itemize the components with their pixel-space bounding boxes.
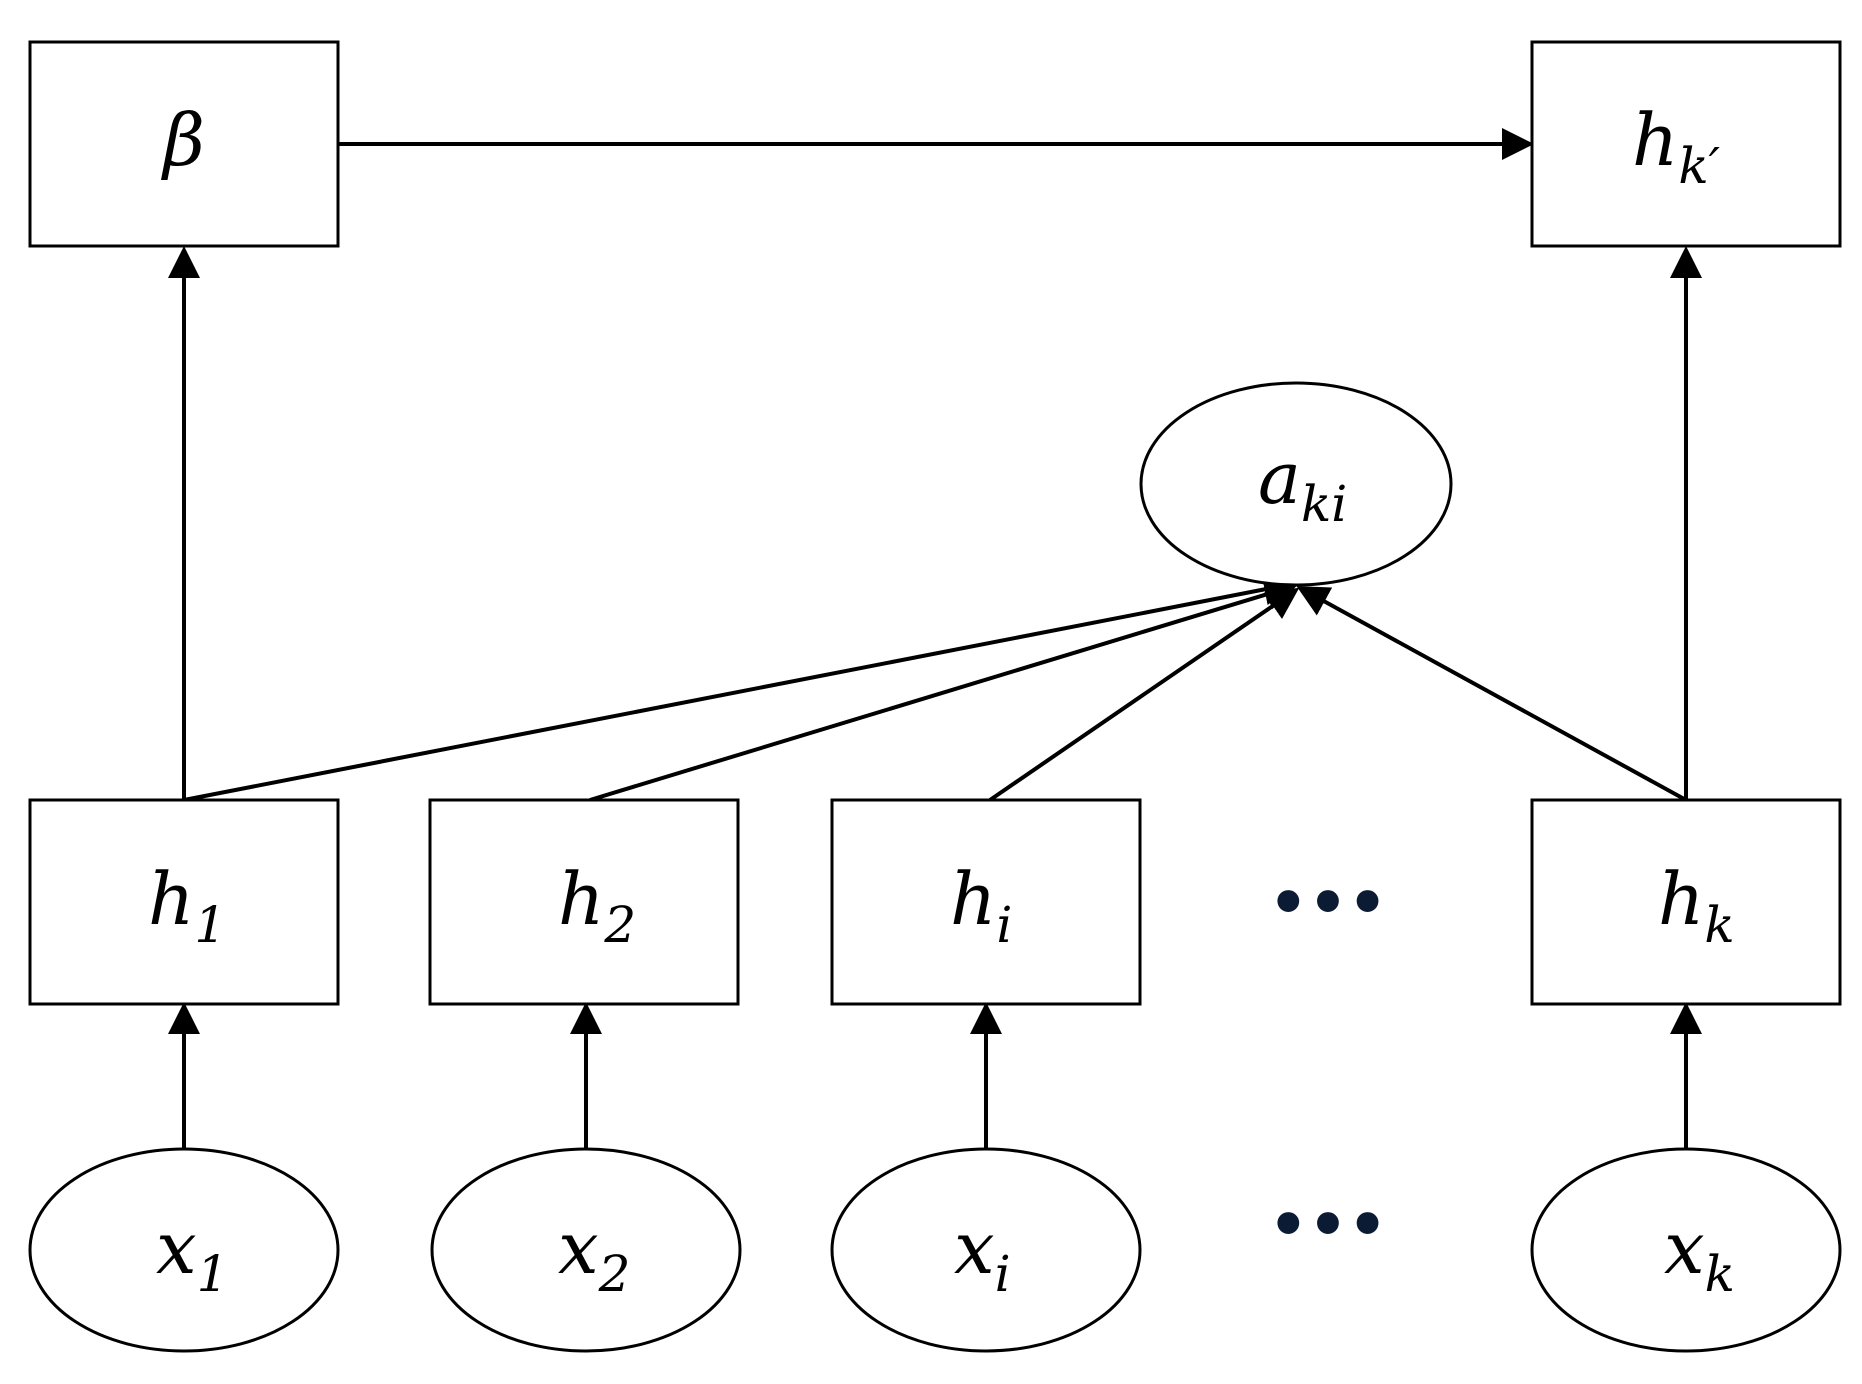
hidden-row-ellipsis: ••• bbox=[1269, 866, 1388, 939]
svg-text:aki: aki bbox=[1258, 436, 1347, 533]
edge-h2-to-aki bbox=[589, 578, 1298, 802]
node-h-i-base: h bbox=[950, 857, 996, 941]
node-h-2-subscript: 2 bbox=[603, 896, 636, 954]
node-x-2-base: x bbox=[558, 1206, 599, 1290]
node-beta: β bbox=[28, 40, 340, 248]
node-x-i: xi bbox=[830, 1147, 1142, 1353]
node-x-2-subscript: 2 bbox=[598, 1245, 631, 1303]
node-x-k-base: x bbox=[1664, 1206, 1705, 1290]
node-x-1: x1 bbox=[28, 1147, 340, 1353]
svg-text:h1: h1 bbox=[148, 857, 226, 954]
node-h-k-subscript: k bbox=[1704, 896, 1734, 954]
node-h-1: h1 bbox=[28, 798, 340, 1006]
edge-h1-to-aki bbox=[183, 573, 1296, 802]
svg-text:xk: xk bbox=[1664, 1206, 1735, 1303]
svg-text:x1: x1 bbox=[156, 1206, 228, 1303]
node-x-i-subscript: i bbox=[995, 1245, 1011, 1303]
svg-text:h2: h2 bbox=[558, 857, 636, 954]
svg-text:hi: hi bbox=[950, 857, 1012, 954]
svg-text:hk: hk bbox=[1658, 857, 1735, 954]
node-x-1-subscript: 1 bbox=[197, 1245, 229, 1303]
node-x-k: xk bbox=[1530, 1147, 1842, 1353]
node-x-k-subscript: k bbox=[1705, 1245, 1735, 1303]
node-a-ki-subscript: ki bbox=[1301, 475, 1347, 533]
node-beta-label: β bbox=[160, 98, 205, 182]
node-h-i: hi bbox=[830, 798, 1142, 1006]
node-h-2: h2 bbox=[428, 798, 740, 1006]
node-a-ki-base: a bbox=[1258, 436, 1301, 520]
node-h-k-prime: hk′ bbox=[1530, 40, 1842, 248]
node-h-k-prime-subscript: k′ bbox=[1678, 137, 1720, 195]
svg-text:x2: x2 bbox=[558, 1206, 630, 1303]
node-h-k-base: h bbox=[1658, 857, 1704, 941]
node-x-2: x2 bbox=[430, 1147, 742, 1353]
node-h-k: hk bbox=[1530, 798, 1842, 1006]
edge-hi-to-aki bbox=[988, 587, 1300, 802]
node-h-i-subscript: i bbox=[996, 896, 1012, 954]
node-h-2-base: h bbox=[558, 857, 604, 941]
node-x-i-base: x bbox=[954, 1206, 995, 1290]
node-a-ki: aki bbox=[1139, 381, 1453, 587]
node-h-k-prime-base: h bbox=[1632, 98, 1678, 182]
edges bbox=[168, 128, 1702, 1152]
node-h-1-subscript: 1 bbox=[194, 896, 226, 954]
edge-hk-to-aki bbox=[1296, 586, 1687, 802]
input-row-ellipsis: ••• bbox=[1269, 1188, 1388, 1261]
node-x-1-base: x bbox=[156, 1206, 197, 1290]
svg-text:xi: xi bbox=[954, 1206, 1011, 1303]
node-h-1-base: h bbox=[148, 857, 194, 941]
svg-text:hk′: hk′ bbox=[1632, 98, 1721, 195]
